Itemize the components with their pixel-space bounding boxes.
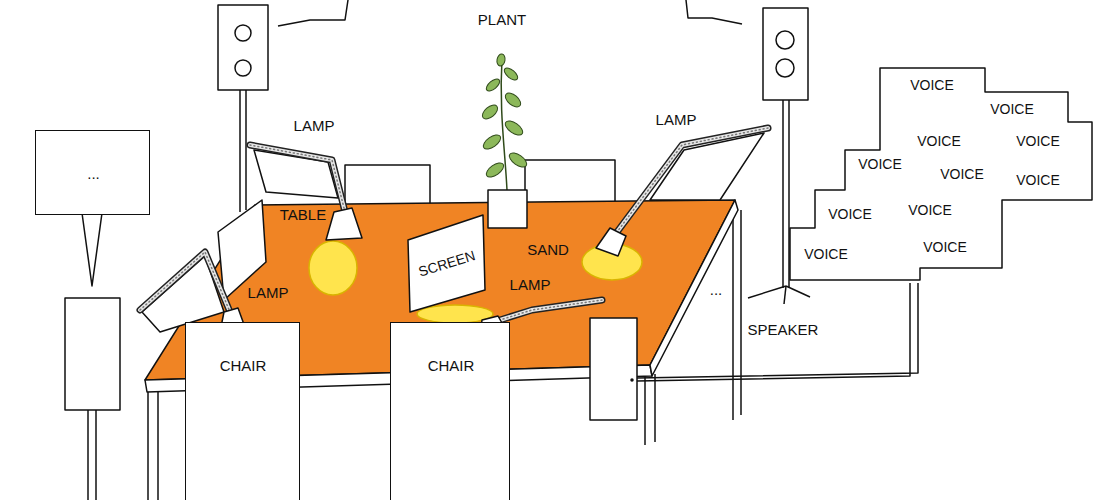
speaker-cone [776,31,794,49]
table-leg [157,392,159,500]
speaker-cone [235,60,251,76]
table-leg [654,374,656,442]
table-leg [644,376,646,445]
bubble-fragment [278,0,348,26]
tripod-leg [784,286,786,304]
plant-pot [488,190,527,228]
plant-leaf [484,77,501,93]
voice-wire [637,283,918,378]
part-label: SAND [527,242,569,259]
lamp-head [596,228,626,256]
table-edge [650,200,738,376]
voice-word: VOICE [940,167,984,182]
plant-leaf [502,66,519,82]
speaker-pole [245,90,247,210]
part-label: SPEAKER [748,322,819,339]
speaker-box [65,298,120,410]
plant-leaf [503,118,525,138]
bubble-tail [82,213,102,286]
lamp-arm [140,252,230,312]
plant-leaf [503,90,523,109]
lamp-arm [250,145,345,212]
plant-leaf [484,160,506,180]
speech-bubble: ... [35,130,150,215]
plant-leaf [481,132,503,152]
voice-word: VOICE [990,102,1034,117]
chair-back [525,160,615,205]
speaker-dot [631,379,633,381]
speaker-box [763,8,808,100]
sketch-part [480,53,529,179]
tripod-leg [748,286,786,298]
speaker-cone [776,59,794,77]
voice-cloud: VOICE VOICE VOICE VOICE VOICE VOICE VOICE VOICE… [790,68,1092,282]
part-label: LAMP [510,277,551,294]
plant-leaf [480,102,500,121]
voice-word: VOICE [923,240,967,255]
lamp-arm [500,300,602,320]
chair-label: CHAIR [220,358,267,375]
screen-panel: SCREEN [405,212,487,314]
speaker-pole [87,410,89,500]
speaker-box [590,318,637,420]
light-pool [309,241,357,295]
chair-back: CHAIR [390,322,510,500]
speaker-box [218,5,268,90]
lamp-arm [500,300,602,320]
lamp-arm [250,145,345,212]
lamp-arm [500,300,602,320]
speaker-pole [239,90,241,212]
tripod-leg [786,286,810,297]
voice-word: VOICE [858,157,902,172]
lamp-arm [617,128,768,232]
table-leg [147,392,149,500]
speaker-cone [235,25,251,41]
lamp-arm [250,145,345,212]
speaker-pole [95,410,97,500]
sketch-part [140,128,768,320]
lamp-arm [617,128,768,232]
voice-word: VOICE [917,134,961,149]
voice-cloud-shape [790,68,1092,280]
part-label: PLANT [478,12,526,29]
voice-word: VOICE [1016,134,1060,149]
node-text: ... [87,165,100,182]
part-label: LAMP [248,285,289,302]
screen-panel-shape [408,215,485,312]
part-label: LAMP [656,112,697,129]
speaker-pole [782,100,784,288]
lamp-arm [140,252,230,312]
plant-leaf [496,53,506,66]
plant-leaf [507,150,529,170]
lamp-arm [140,252,230,312]
voice-word: VOICE [804,247,848,262]
voice-wire [637,283,910,381]
part-label: ... [710,282,723,299]
voice-word: VOICE [910,78,954,93]
part-label: LAMP [294,118,335,135]
lamp-arm [617,128,768,232]
voice-word: VOICE [1016,173,1060,188]
chair-label: CHAIR [428,358,475,375]
part-label: TABLE [280,207,326,224]
chair-back: CHAIR [185,322,300,500]
table-leg [740,210,742,415]
table-leg [732,212,734,420]
lamp-head [326,208,362,240]
bubble-fragment [686,0,742,24]
voice-word: VOICE [908,203,952,218]
voice-word: VOICE [828,207,872,222]
